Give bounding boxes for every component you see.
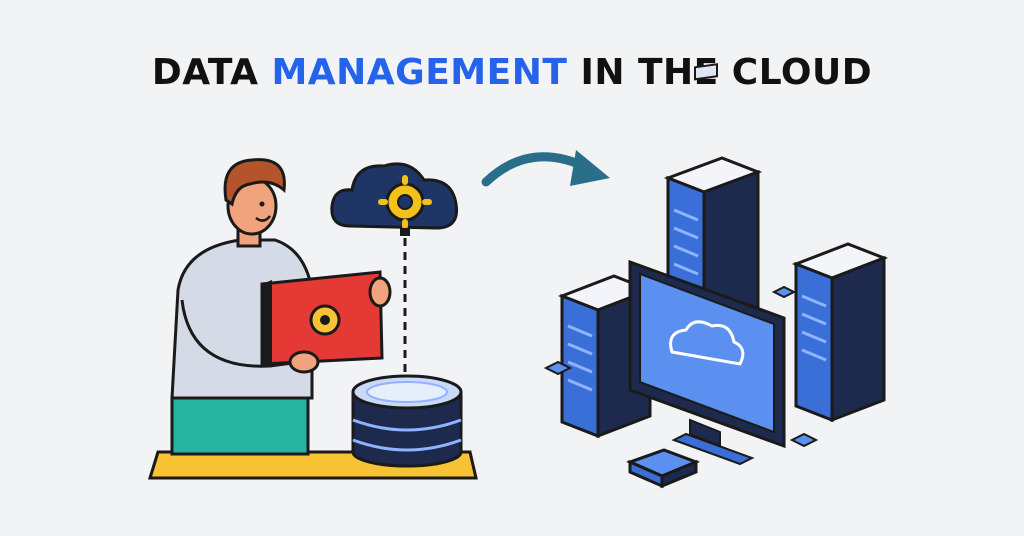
arm [180,299,301,368]
arrow-icon [481,150,610,187]
person-illustration [147,158,478,480]
page-title: DATA MANAGEMENT IN THE CLOUD [0,52,1024,93]
server-infrastructure [543,63,889,489]
server-rack-icon [791,242,889,423]
hand-right [368,276,392,308]
title-highlight: MANAGEMENT [271,52,568,93]
router-icon [625,448,701,489]
pants [170,396,310,456]
monitor-cloud-icon [628,259,786,466]
title-part-2: IN THE CLOUD [567,52,873,93]
hair [223,158,286,207]
title-part-1: DATA [151,52,272,93]
eye [259,201,265,207]
connector-node [543,285,819,448]
mouth [255,215,271,222]
cloud-gear-icon [330,162,459,236]
database-icon [351,374,463,468]
hand [288,350,320,374]
laptop-icon [260,270,384,366]
